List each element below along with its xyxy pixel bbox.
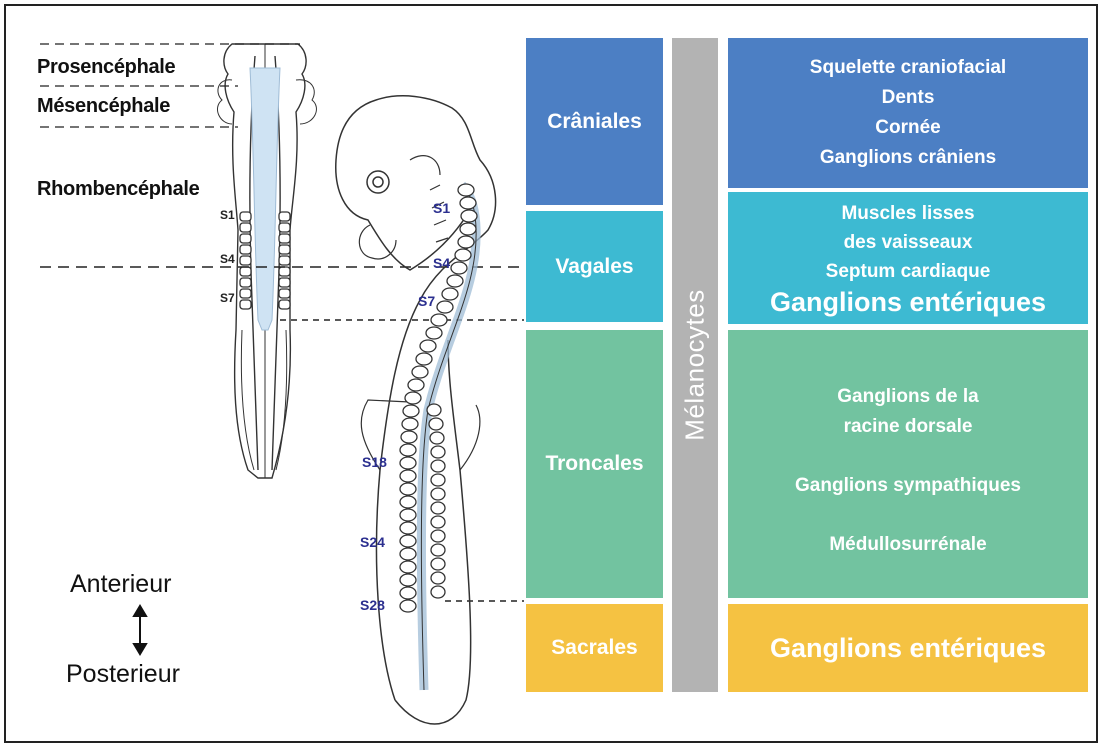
label-somite-s18: S18 xyxy=(362,454,387,470)
region-craniales-label: Crâniales xyxy=(547,110,642,134)
derivative-ganglions-sympathiques: Ganglions sympathiques xyxy=(795,471,1021,501)
derivative-medullosurrenale: Médullosurrénale xyxy=(829,530,986,560)
derivatives-craniales: Squelette craniofacial Dents Cornée Gang… xyxy=(728,38,1088,188)
region-sacrales-label: Sacrales xyxy=(551,636,637,660)
derivative-squelette: Squelette craniofacial xyxy=(810,53,1006,83)
region-troncales: Troncales xyxy=(526,330,663,598)
derivatives-troncales: Ganglions de la racine dorsale Ganglions… xyxy=(728,330,1088,598)
label-prosencephale: Prosencéphale xyxy=(37,56,175,79)
label-somite-s4-left: S4 xyxy=(220,252,235,266)
region-craniales: Crâniales xyxy=(526,38,663,205)
label-mesencephale: Mésencéphale xyxy=(37,95,170,118)
melanocytes-label: Mélanocytes xyxy=(680,289,711,440)
label-somite-s1-right: S1 xyxy=(433,200,450,216)
derivative-muscles-lisses: Muscles lisses xyxy=(841,199,974,228)
label-somite-s24: S24 xyxy=(360,534,385,550)
derivative-ganglions-enteriques-sacral: Ganglions entériques xyxy=(770,632,1046,664)
derivatives-vagales: Muscles lisses des vaisseaux Septum card… xyxy=(728,192,1088,324)
derivative-cornee: Cornée xyxy=(875,113,940,143)
label-anterieur: Anterieur xyxy=(70,570,171,599)
label-rhombencephale: Rhombencéphale xyxy=(37,178,200,201)
region-vagales: Vagales xyxy=(526,211,663,322)
derivative-septum-cardiaque: Septum cardiaque xyxy=(826,257,991,286)
label-somite-s7-right: S7 xyxy=(418,293,435,309)
region-vagales-label: Vagales xyxy=(555,255,633,279)
derivatives-sacrales: Ganglions entériques xyxy=(728,604,1088,692)
derivative-ganglions-enteriques-vagal: Ganglions entériques xyxy=(770,286,1046,318)
region-troncales-label: Troncales xyxy=(545,452,643,476)
derivative-ganglions-de-la: Ganglions de la xyxy=(837,382,978,412)
region-sacrales: Sacrales xyxy=(526,604,663,692)
label-somite-s7-left: S7 xyxy=(220,291,235,305)
label-somite-s4-right: S4 xyxy=(433,255,450,271)
melanocytes-bar: Mélanocytes xyxy=(672,38,718,692)
label-posterieur: Posterieur xyxy=(66,660,180,689)
derivative-dents: Dents xyxy=(882,83,935,113)
label-somite-s1-left: S1 xyxy=(220,208,235,222)
derivative-des-vaisseaux: des vaisseaux xyxy=(844,228,973,257)
derivative-ganglions-craniens: Ganglions crâniens xyxy=(820,143,996,173)
derivative-racine-dorsale: racine dorsale xyxy=(844,412,973,442)
axis-arrow xyxy=(134,606,146,654)
label-somite-s28: S28 xyxy=(360,597,385,613)
